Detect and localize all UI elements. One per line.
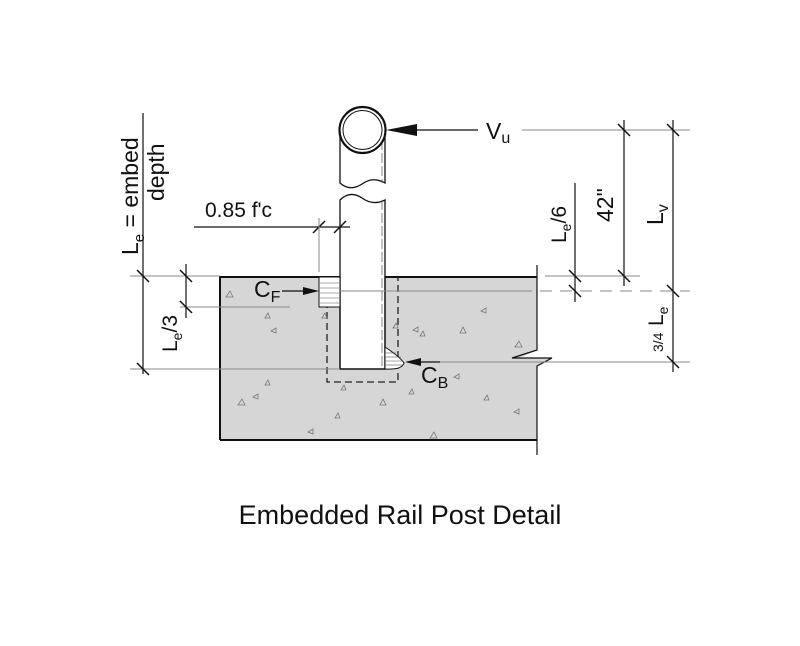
height-42-tick-top [617,123,631,137]
svg-text:Le = embed: Le = embed [117,137,148,255]
cf-arrowhead [303,287,319,295]
embed-depth-e: e [131,234,148,242]
three-quarter-e: e [655,306,671,314]
embed-depth-line2: depth [143,143,169,201]
cf-label: CF [254,276,281,306]
lv-label: Lv [642,204,672,225]
three-quarter-fraction: 3/4 [650,332,666,352]
stress-label: 0.85 f'c [205,199,272,222]
embed-depth-l: L [117,242,143,255]
cb-hatch [386,352,403,366]
lv-l: L [642,212,668,225]
cf-hatch [320,282,339,304]
shear-label: Vu [486,118,510,147]
post-cross-section-inner [342,110,383,150]
le6-text: /6 [548,206,571,224]
cb-c: C [421,362,438,388]
cb-arrowhead [405,358,421,366]
height-42-tick-bottom [617,269,631,283]
embed-depth-text: = embed [117,137,143,234]
height-42-label: 42" [592,188,618,222]
stress-tick-right [333,220,347,234]
le3-label: Le/3 [159,315,185,352]
cf-stress-block [318,276,341,308]
cf-c: C [254,276,271,302]
post-embedded-outline [339,277,386,370]
post-embedded [340,277,385,369]
cb-b: B [438,375,449,392]
shear-v: V [486,118,502,144]
embed-depth-tick-bottom [136,362,150,376]
le3-l: L [159,340,182,352]
le3-tick-bottom [179,300,193,314]
shear-u: u [501,130,510,147]
lv-tick-mid [666,284,680,298]
post-shaft-outline [339,193,386,277]
embed-depth-label: Le = embed depth [117,137,169,255]
aggregate-marks [225,290,523,439]
le6-label: Le/6 [548,206,574,243]
embed-depth-tick-top [136,269,150,283]
le6-l: L [548,231,571,243]
cf-f: F [271,289,281,306]
post-shaft [340,196,385,277]
le3-e: e [169,332,185,340]
sleeve-dashed-outline [326,277,399,383]
le3-tick-top [179,269,193,283]
slab-outline [219,276,537,441]
lv-tick-bottom [666,355,680,369]
le3-text: /3 [159,315,182,333]
lv-v: v [655,204,672,212]
le6-tick-top [568,269,582,283]
cb-label: CB [421,362,448,392]
slab-break-line [511,265,553,455]
vu-arrowhead [386,124,417,136]
three-quarter-le: Le [645,306,671,326]
le6-tick-bottom [568,284,582,298]
lv-tick-top [666,123,680,137]
three-quarter-l: L [645,314,668,326]
le6-e: e [558,223,574,231]
diagram-title: Embedded Rail Post Detail [238,500,562,530]
three-quarter-le-label: 3/4 Le [645,306,671,352]
